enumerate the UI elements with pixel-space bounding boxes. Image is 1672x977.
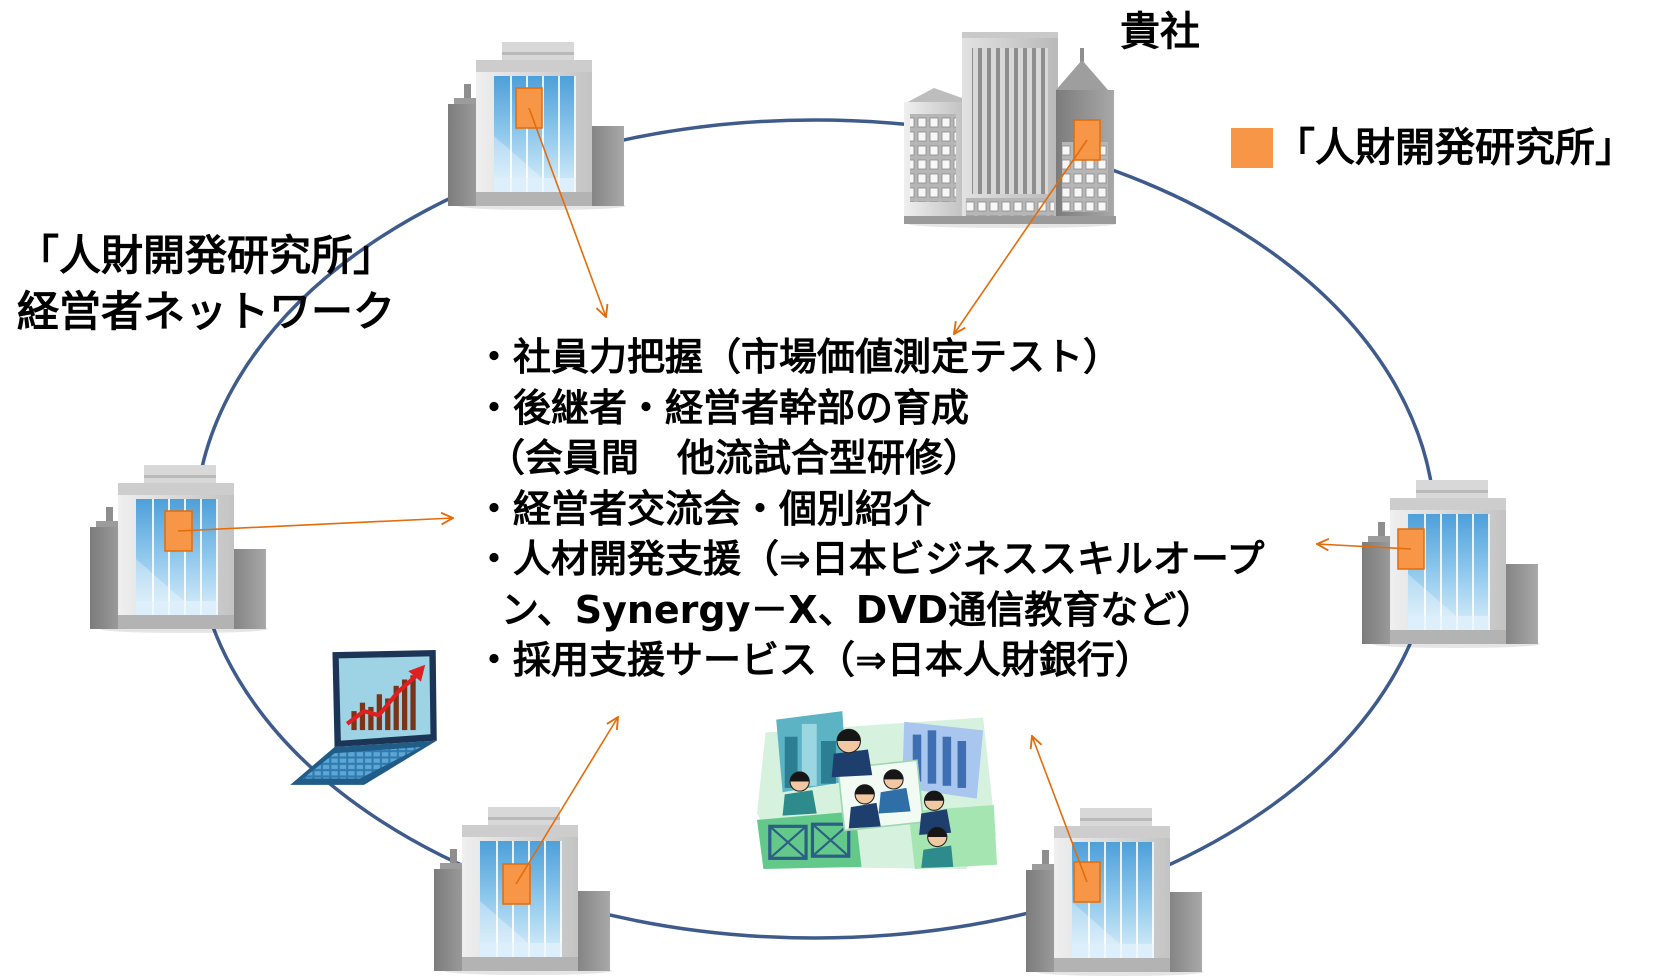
service-item: ・人材開発支援（⇒日本ビジネススキルオープ xyxy=(475,537,1265,581)
network-label: 「人財開発研究所」 経営者ネットワーク xyxy=(0,228,412,340)
connection-arrow xyxy=(954,139,1088,334)
business-people-collage-icon xyxy=(757,711,997,869)
trend-arrow-head xyxy=(408,664,426,682)
service-item: ・経営者交流会・個別紹介 xyxy=(475,486,932,531)
legend: 「人財開発研究所」 xyxy=(1231,128,1635,168)
member-building-right xyxy=(1362,480,1540,648)
legend-label: 「人財開発研究所」 xyxy=(1275,125,1635,171)
institute-marker-icon xyxy=(1231,128,1273,168)
laptop-keys xyxy=(302,746,421,779)
service-item-continuation: （会員間 他流試合型研修） xyxy=(487,436,982,480)
service-item: ・社員力把握（市場価値測定テスト） xyxy=(475,335,1122,379)
person-figure xyxy=(921,826,954,868)
connection-arrow xyxy=(177,518,453,532)
collage-panel-window xyxy=(757,811,862,869)
service-item: ・採用支援サービス（⇒日本人財銀行） xyxy=(475,638,1153,682)
network-label-line2: 経営者ネットワーク xyxy=(16,287,395,336)
person-figure xyxy=(831,728,873,778)
connection-arrow xyxy=(1032,736,1088,883)
service-item-continuation: ン、Synergy－X、DVD通信教育など） xyxy=(501,587,1215,632)
connection-arrow xyxy=(1317,544,1412,549)
trend-arrow xyxy=(345,673,419,726)
member-building-bottom-right xyxy=(1026,808,1204,976)
connection-arrow xyxy=(528,107,606,317)
laptop-chart-icon xyxy=(290,650,437,785)
collage-panel-city xyxy=(776,711,847,793)
person-figure xyxy=(848,784,881,829)
person-figure xyxy=(878,769,911,814)
service-list: ・社員力把握（市場価値測定テスト） ・後継者・経営者幹部の育成 （会員間 他流試… xyxy=(475,332,1265,686)
collage-panel-towers xyxy=(902,721,984,799)
network-label-line1: 「人財開発研究所」 xyxy=(16,231,395,280)
service-item: ・後継者・経営者幹部の育成 xyxy=(475,385,970,430)
person-figure xyxy=(919,790,952,835)
institute-marker-icon xyxy=(515,87,543,129)
person-figure xyxy=(782,771,817,816)
connection-arrow xyxy=(515,717,618,885)
company-label: 貴社 xyxy=(1120,9,1200,55)
